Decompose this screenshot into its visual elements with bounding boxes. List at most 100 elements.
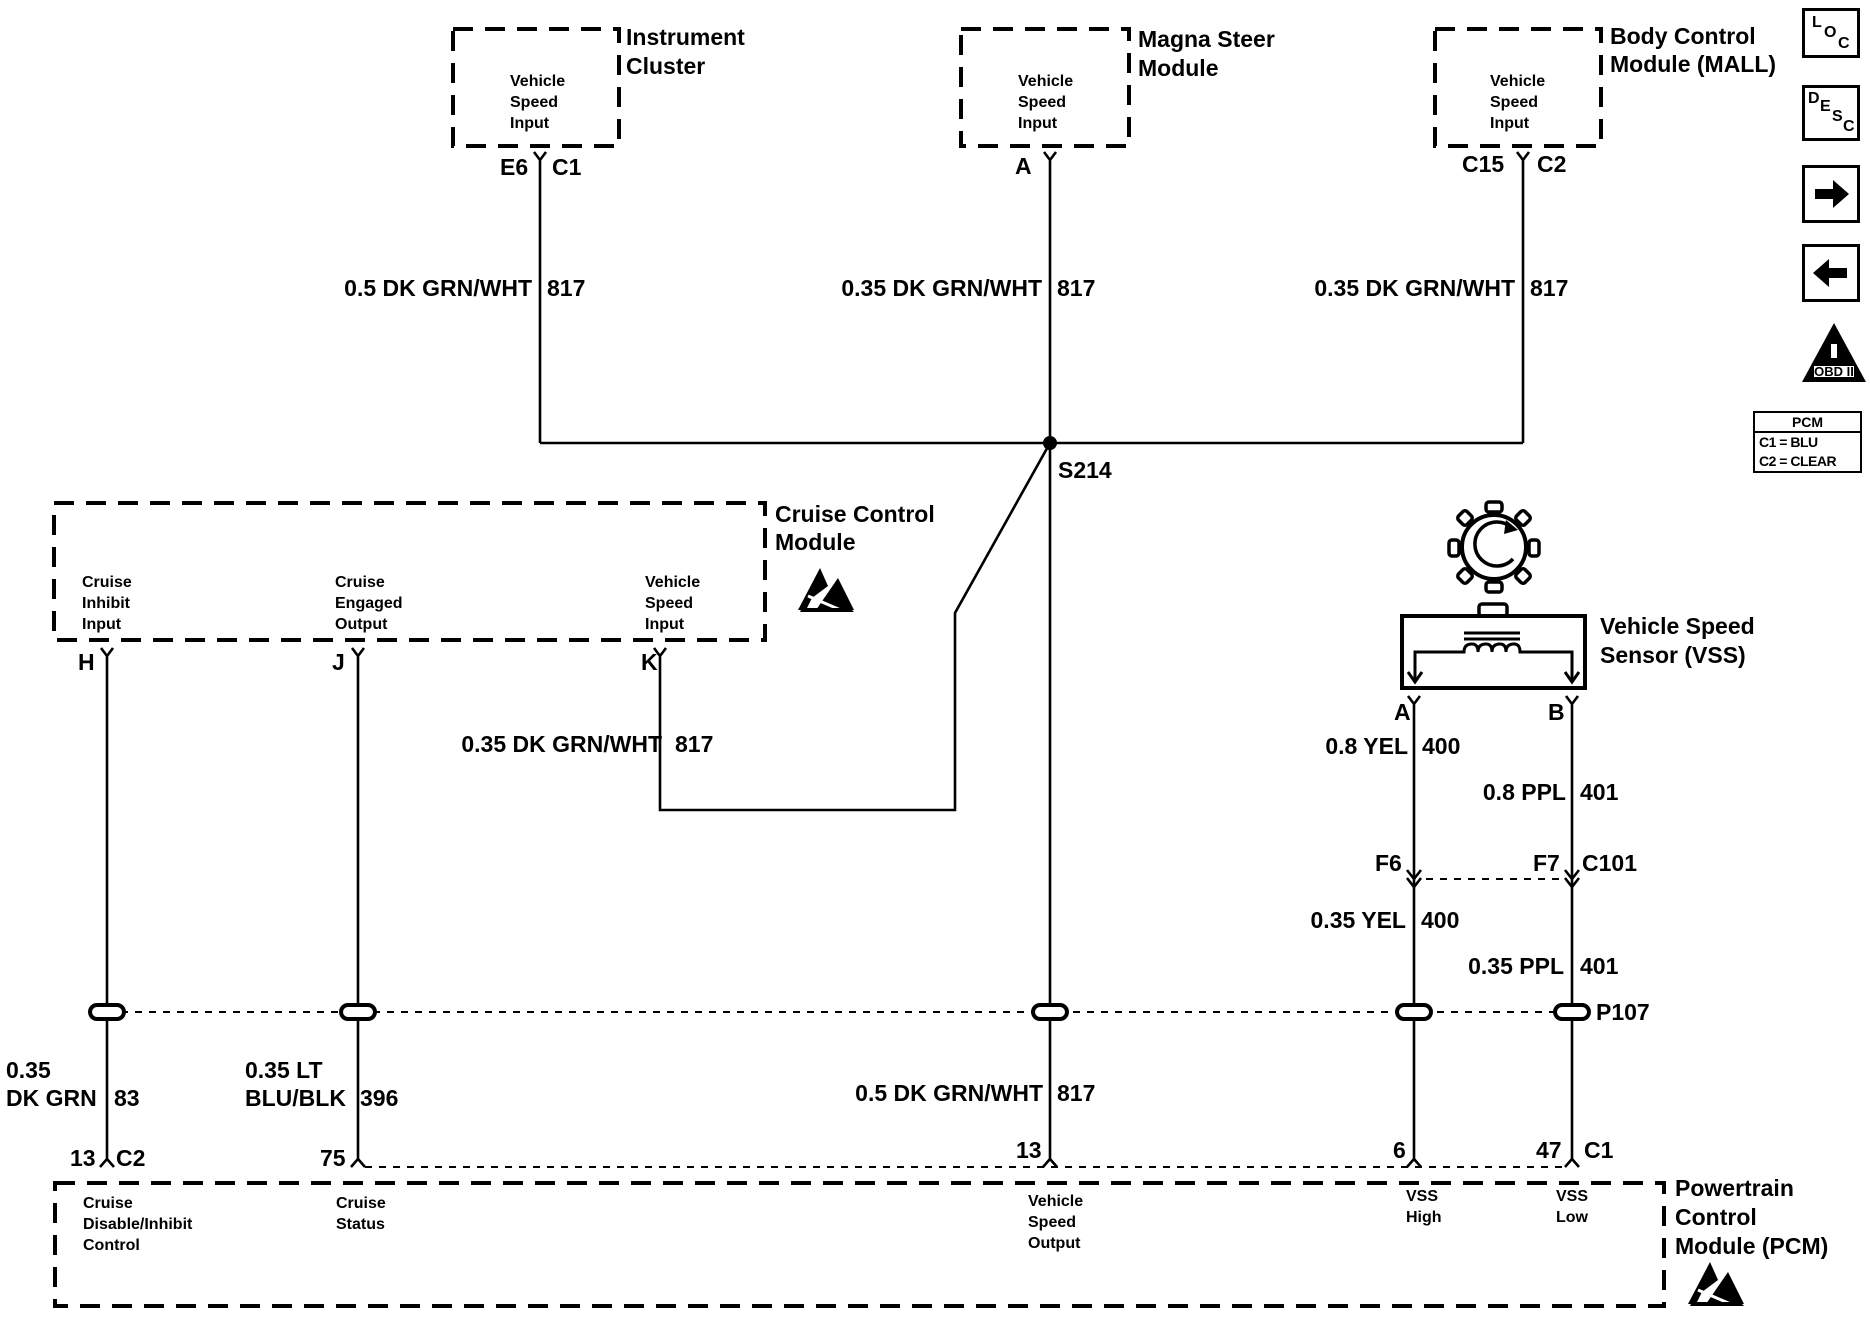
c101-terminal-f6: F6 xyxy=(1375,850,1402,876)
pcm-name-2: Control xyxy=(1675,1204,1757,1230)
cruise-pin-label: Output xyxy=(335,616,388,633)
arrow-left-icon xyxy=(1813,259,1847,287)
reluctor-wheel-icon xyxy=(1447,500,1541,618)
obd-ii-label: OBD II xyxy=(1814,364,1854,379)
instrument-cluster-name: Instrument xyxy=(626,24,745,50)
instrument-cluster-name-2: Cluster xyxy=(626,53,705,79)
location-button[interactable]: L O C xyxy=(1802,8,1860,58)
magna-steer-name: Magna Steer xyxy=(1138,26,1275,52)
pcm-pin-label: Status xyxy=(336,1216,385,1233)
vss-coil-icon xyxy=(1406,631,1581,685)
pcm-terminal: 13 xyxy=(70,1145,96,1171)
bcm-pin-label: Input xyxy=(1490,115,1530,132)
wire-color-label: 0.35 DK GRN/WHT xyxy=(841,275,1042,301)
magna-pin-label: Speed xyxy=(1018,94,1066,111)
vss-name: Vehicle Speed xyxy=(1600,613,1755,639)
pcm-box xyxy=(53,1181,1666,1308)
desc-letter: E xyxy=(1820,98,1831,115)
bcm-name-2: Module (MALL) xyxy=(1610,51,1776,77)
wire-color-label: 0.35 PPL xyxy=(1468,953,1564,979)
cruise-h-wire xyxy=(99,647,115,1160)
pcm-pin-label: High xyxy=(1406,1209,1442,1226)
cruise-pin-label: Vehicle xyxy=(645,574,700,591)
cruise-terminal-h: H xyxy=(78,649,95,675)
wire-circuit-label: 401 xyxy=(1580,953,1619,979)
cruise-pin-label: Input xyxy=(645,616,685,633)
c101-terminal-f7: F7 xyxy=(1533,850,1560,876)
wire-circuit-label: 817 xyxy=(547,275,585,301)
pcm-legend-header: PCM xyxy=(1755,413,1860,433)
wire-circuit-label: 817 xyxy=(1530,275,1568,301)
ic-pin-label: Input xyxy=(510,115,550,132)
pcm-pin-label: VSS xyxy=(1406,1188,1438,1205)
wire-circuit-label: 396 xyxy=(360,1085,398,1111)
pcm-pin-label: Cruise xyxy=(336,1195,386,1212)
esd-warning-icon xyxy=(796,566,856,616)
cruise-module-name: Cruise Control xyxy=(775,501,935,527)
bcm-wire xyxy=(1515,151,1531,443)
pcm-pin-label: VSS xyxy=(1556,1188,1588,1205)
vss-terminal-b: B xyxy=(1548,699,1565,725)
magna-terminal: A xyxy=(1015,153,1032,179)
p107-grommet-icons xyxy=(88,1003,1591,1021)
bcm-terminal: C15 xyxy=(1462,151,1504,177)
vss-a-wire xyxy=(1406,695,1422,1160)
wire-color-label: 0.8 PPL xyxy=(1483,779,1566,805)
cruise-pin-label: Input xyxy=(82,616,122,633)
vss-terminal-a: A xyxy=(1394,699,1411,725)
description-button[interactable]: D E S C xyxy=(1802,85,1860,141)
bcm-name: Body Control xyxy=(1610,23,1756,49)
vss-b-wire xyxy=(1564,695,1580,1160)
arrow-right-icon xyxy=(1815,180,1849,208)
pcm-terminal: 75 xyxy=(320,1145,346,1171)
wire-color-label: 0.35 DK GRN/WHT xyxy=(461,731,662,757)
ic-connector: C1 xyxy=(552,154,582,180)
pcm-pin-label: Disable/Inhibit xyxy=(83,1216,193,1233)
c101-connector xyxy=(1405,869,1581,890)
bcm-pin-label: Vehicle xyxy=(1490,73,1545,90)
pcm-name: Powertrain xyxy=(1675,1175,1794,1201)
pcm-legend-row: C2 = CLEAR xyxy=(1759,453,1837,469)
obd-ii-icon[interactable]: OBD II xyxy=(1802,323,1866,382)
c101-label: C101 xyxy=(1582,850,1637,876)
cruise-terminal-k: K xyxy=(641,649,658,675)
instrument-cluster-box xyxy=(451,27,621,148)
pcm-pin-label: Vehicle xyxy=(1028,1193,1083,1210)
previous-page-button[interactable] xyxy=(1802,244,1860,302)
wire-color-label: 0.35 xyxy=(6,1057,51,1083)
vss-sensor-box xyxy=(1400,614,1587,690)
loc-letter: L xyxy=(1812,14,1822,31)
pcm-connector-legend: PCM C1 = BLU C2 = CLEAR xyxy=(1753,411,1862,473)
ic-pin-label: Vehicle xyxy=(510,73,565,90)
cruise-k-wire xyxy=(652,442,1052,812)
cruise-pin-label: Inhibit xyxy=(82,595,131,612)
magna-pin-label: Input xyxy=(1018,115,1058,132)
pcm-pin-label: Speed xyxy=(1028,1214,1076,1231)
wire-circuit-label: 83 xyxy=(114,1085,140,1111)
magna-pin-label: Vehicle xyxy=(1018,73,1073,90)
pcm-terminal: 13 xyxy=(1016,1137,1042,1163)
esd-warning-icon xyxy=(1686,1260,1746,1310)
ic-terminal: E6 xyxy=(500,154,528,180)
wire-color-label: 0.5 DK GRN/WHT xyxy=(855,1080,1043,1106)
splice-label: S214 xyxy=(1058,457,1112,483)
cruise-pin-label: Cruise xyxy=(335,574,385,591)
cruise-pin-label: Speed xyxy=(645,595,693,612)
next-page-button[interactable] xyxy=(1802,165,1860,223)
wire-circuit-label: 817 xyxy=(1057,1080,1095,1106)
wire-circuit-label: 401 xyxy=(1580,779,1619,805)
desc-letter: C xyxy=(1843,118,1855,135)
cruise-pin-label: Cruise xyxy=(82,574,132,591)
pcm-connector-c2: C2 xyxy=(116,1145,145,1171)
wire-color-label: 0.8 YEL xyxy=(1325,733,1408,759)
vss-name-2: Sensor (VSS) xyxy=(1600,642,1746,668)
loc-letter: C xyxy=(1838,35,1850,52)
pcm-terminal: 6 xyxy=(1393,1137,1406,1163)
pcm-terminal: 47 xyxy=(1536,1137,1562,1163)
wire-color-label: BLU/BLK xyxy=(245,1085,346,1111)
cruise-terminal-j: J xyxy=(332,649,345,675)
wire-color-label: DK GRN xyxy=(6,1085,97,1111)
pcm-legend-row: C1 = BLU xyxy=(1759,434,1818,450)
wire-color-label: 0.35 LT xyxy=(245,1057,323,1083)
